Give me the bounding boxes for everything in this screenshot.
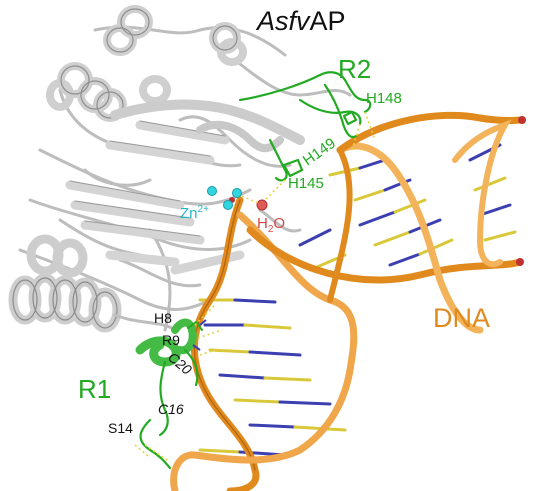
dna-label: DNA xyxy=(433,303,490,333)
h148-label: H148 xyxy=(366,90,402,107)
zinc-ion-1 xyxy=(207,186,217,196)
water-label: H2O xyxy=(257,215,285,235)
hbonds-r2 xyxy=(259,111,376,206)
r1-loop xyxy=(135,318,203,470)
s14-label: S14 xyxy=(108,420,133,436)
c20-label: C20 xyxy=(165,349,195,378)
zinc-label: Zn2+ xyxy=(180,204,209,222)
zinc-ions xyxy=(207,186,242,210)
dna-backbone-upper-b xyxy=(336,142,484,334)
water-molecule xyxy=(256,199,268,211)
h145-label: H145 xyxy=(288,175,324,192)
h149-label: H149 xyxy=(300,135,339,169)
zinc-ion-3 xyxy=(223,200,233,210)
dna-bases xyxy=(198,143,517,457)
protein-helices-top xyxy=(46,5,247,122)
h8-label: H8 xyxy=(154,310,172,326)
r2-loop xyxy=(238,71,372,182)
title-label: AsfvAP xyxy=(255,6,346,36)
dna-backbone-upper-d xyxy=(452,119,512,268)
protein-cartoon xyxy=(8,5,352,333)
hbonds-r1 xyxy=(134,304,223,463)
protein-loops xyxy=(18,25,352,332)
r2-label: R2 xyxy=(338,54,371,84)
dna-backbone-strand-2 xyxy=(170,211,358,491)
r1-label: R1 xyxy=(78,374,111,404)
protein-helix-middle xyxy=(110,99,305,145)
r9-label: R9 xyxy=(162,332,180,348)
zinc-ion-2 xyxy=(232,188,242,198)
c16-label: C16 xyxy=(158,401,184,417)
protein-strands xyxy=(65,120,245,275)
